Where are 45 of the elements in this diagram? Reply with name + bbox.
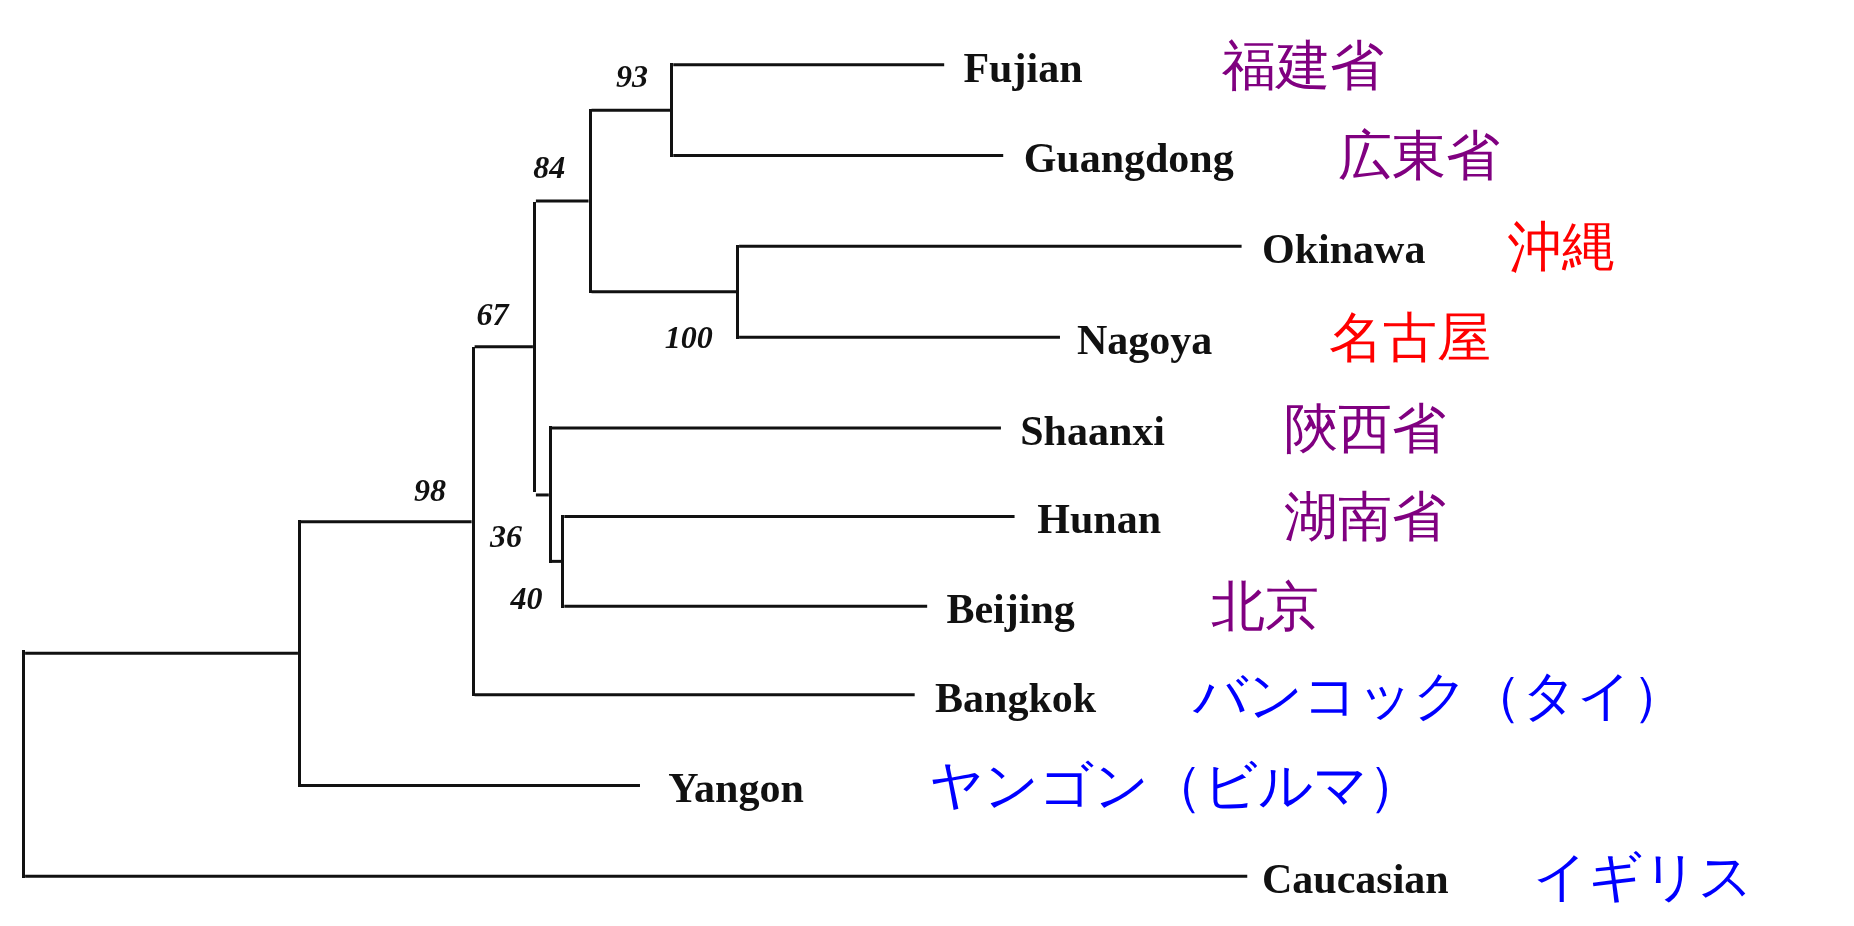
taxon-label: Beijing bbox=[946, 588, 1075, 630]
region-label: 湖南省 bbox=[1283, 490, 1446, 545]
branch-line bbox=[551, 559, 562, 563]
taxon-label: Caucasian bbox=[1262, 858, 1449, 901]
region-label: 沖縄 bbox=[1508, 220, 1617, 275]
bootstrap-value: 40 bbox=[510, 582, 543, 615]
taxon-label: Fujian bbox=[963, 46, 1083, 89]
bootstrap-value: 100 bbox=[664, 321, 713, 354]
region-label: ヤンゴン（ビルマ） bbox=[929, 759, 1423, 814]
branch-line bbox=[591, 108, 671, 112]
region-label: 広東省 bbox=[1338, 129, 1501, 184]
region-label: 北京 bbox=[1210, 580, 1319, 635]
branch-line bbox=[474, 693, 915, 697]
branch-line bbox=[300, 520, 472, 524]
bootstrap-value: 84 bbox=[533, 150, 566, 183]
branch-line bbox=[535, 199, 589, 203]
branch-line bbox=[474, 345, 533, 349]
taxon-label: Guangdong bbox=[1023, 137, 1234, 180]
branch-line bbox=[25, 651, 298, 655]
taxon-label: Bangkok bbox=[935, 676, 1097, 719]
taxon-label: Hunan bbox=[1037, 498, 1161, 541]
branch-line bbox=[300, 784, 640, 788]
bootstrap-value: 93 bbox=[616, 60, 649, 93]
region-label: 福建省 bbox=[1222, 38, 1385, 93]
taxon-label: Okinawa bbox=[1262, 228, 1426, 271]
branch-line bbox=[535, 493, 549, 497]
bootstrap-value: 67 bbox=[476, 298, 509, 331]
region-label: 名古屋 bbox=[1329, 311, 1491, 366]
bootstrap-value: 36 bbox=[490, 519, 523, 552]
branch-line bbox=[564, 604, 928, 608]
branch-line bbox=[25, 874, 1248, 878]
branch-line bbox=[739, 335, 1060, 339]
taxon-label: Nagoya bbox=[1077, 319, 1213, 361]
branch-line bbox=[673, 63, 945, 67]
region-label: 陝西省 bbox=[1283, 401, 1446, 456]
bootstrap-value: 98 bbox=[414, 474, 446, 507]
region-label: バンコック（タイ） bbox=[1192, 668, 1686, 723]
branch-line bbox=[564, 515, 1015, 519]
taxon-label: Shaanxi bbox=[1020, 409, 1165, 452]
taxon-label: Yangon bbox=[668, 767, 804, 810]
region-label: イギリス bbox=[1533, 850, 1754, 905]
branch-line bbox=[551, 426, 1001, 430]
branch-line bbox=[591, 290, 737, 294]
branch-line bbox=[739, 244, 1242, 248]
branch-line bbox=[673, 154, 1004, 158]
